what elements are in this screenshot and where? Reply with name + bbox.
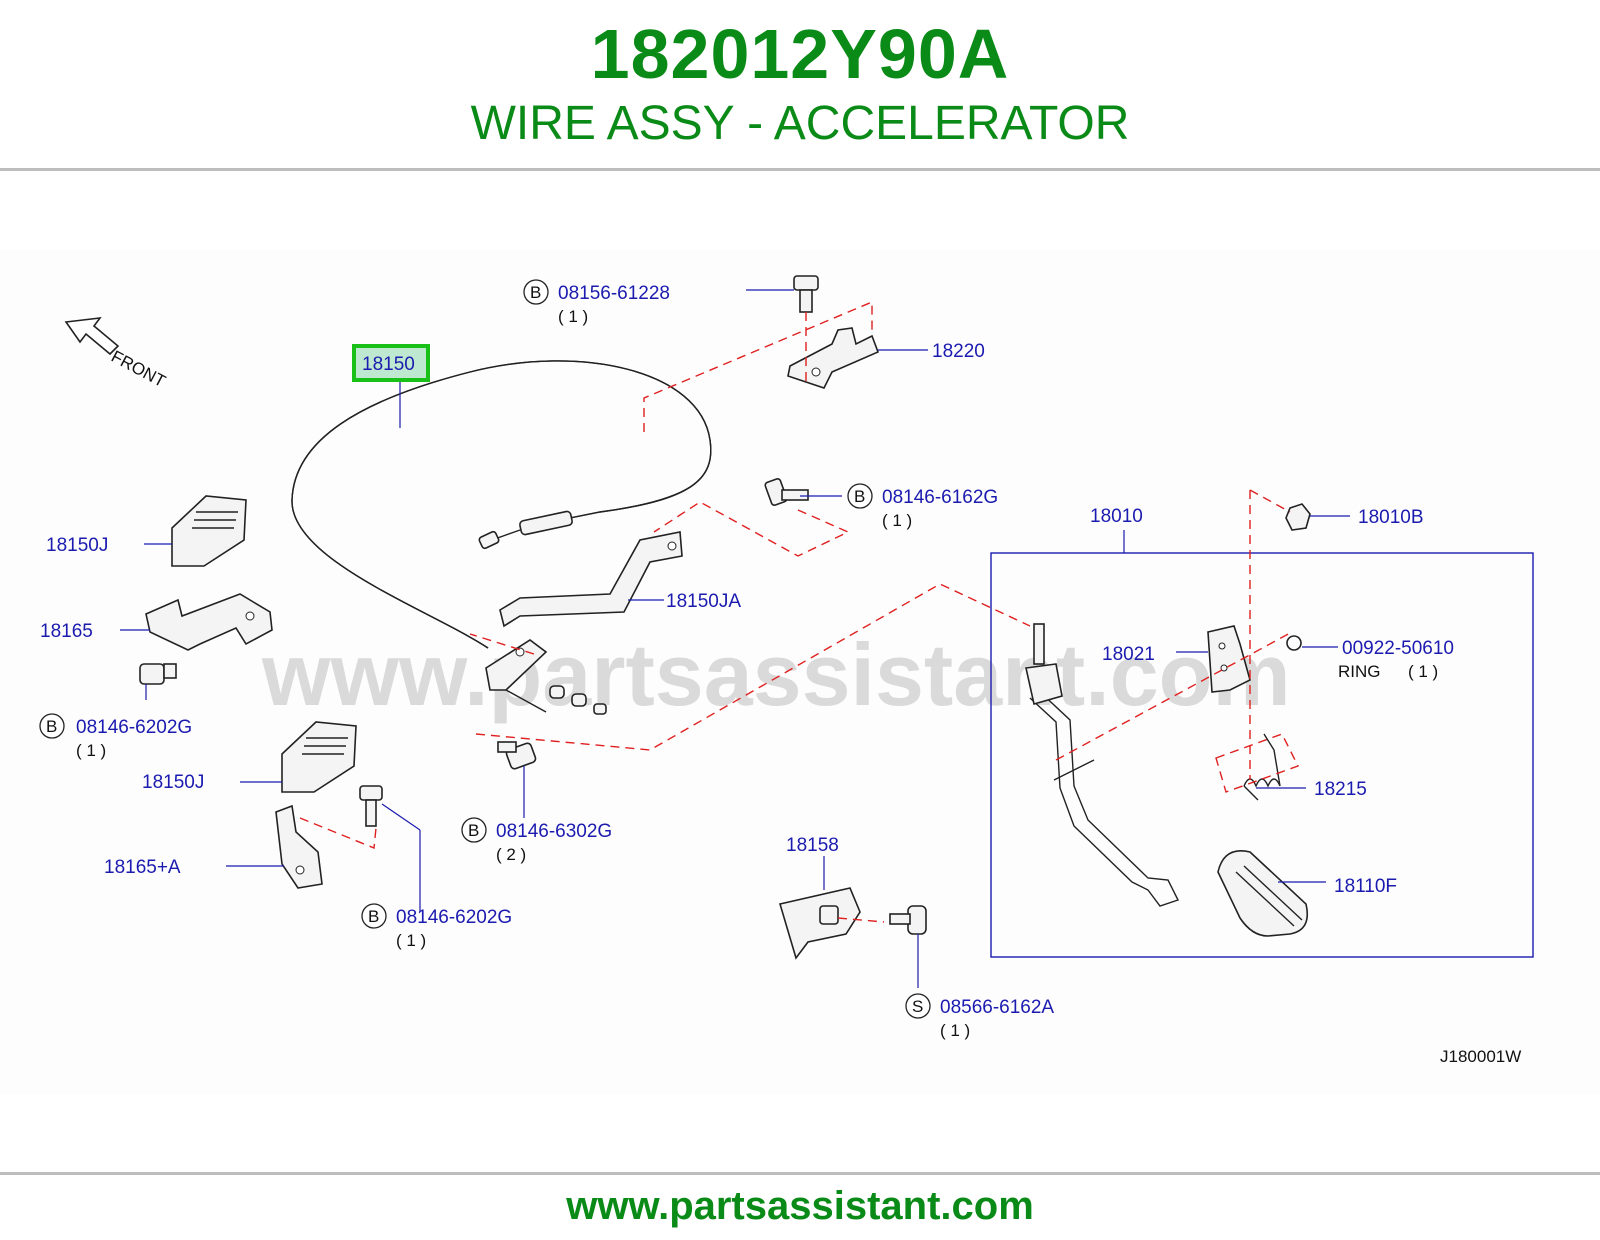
callout-00922-50610[interactable]: 00922-50610 xyxy=(1342,638,1454,659)
footer-divider xyxy=(0,1172,1600,1175)
pedal-pad-18110f xyxy=(1217,850,1309,937)
callout-b-08146-6202g-left[interactable]: B 08146-6202G ( 1 ) xyxy=(39,713,192,760)
prefix-b: B xyxy=(530,283,541,302)
callout-leaders xyxy=(120,289,1350,988)
pedal-assembly-box xyxy=(990,552,1534,958)
callout-18165[interactable]: 18165 xyxy=(40,621,93,642)
callout-text: 08146-6202G xyxy=(396,907,512,928)
page-header: 182012Y90A WIRE ASSY - ACCELERATOR xyxy=(0,0,1600,168)
part-title: WIRE ASSY - ACCELERATOR xyxy=(470,97,1130,150)
nut-18010b-icon xyxy=(1285,503,1311,531)
ring-label: RING xyxy=(1338,662,1381,681)
part-number: 182012Y90A xyxy=(590,15,1010,93)
callout-qty: ( 1 ) xyxy=(940,1021,970,1040)
bolt-08156-icon xyxy=(793,275,819,313)
callout-qty: ( 1 ) xyxy=(558,307,588,326)
callout-18010b[interactable]: 18010B xyxy=(1358,507,1424,528)
installation-guide-lines xyxy=(299,300,1299,923)
callout-text: 08146-6162G xyxy=(882,487,998,508)
header-divider xyxy=(0,168,1600,171)
screw-08566-icon xyxy=(889,905,927,935)
bracket-18158 xyxy=(778,887,861,960)
callout-qty: ( 1 ) xyxy=(76,741,106,760)
callout-18165a[interactable]: 18165+A xyxy=(104,857,181,878)
diagram-background xyxy=(0,250,1600,1095)
callout-b-08156-61228[interactable]: B 08156-61228 ( 1 ) xyxy=(523,279,670,326)
prefix-b: B xyxy=(46,717,57,736)
prefix-s: S xyxy=(912,997,923,1016)
callout-18158[interactable]: 18158 xyxy=(786,835,839,856)
callout-text: 08146-6302G xyxy=(496,821,612,842)
callout-18150j-lower[interactable]: 18150J xyxy=(142,772,204,793)
callout-text: 08146-6202G xyxy=(76,717,192,738)
callout-18010[interactable]: 18010 xyxy=(1090,506,1143,527)
callout-qty: ( 1 ) xyxy=(396,931,426,950)
footer-url-link[interactable]: www.partsassistant.com xyxy=(566,1184,1034,1228)
callout-text: 08566-6162A xyxy=(940,997,1054,1018)
bracket-18165a xyxy=(275,804,323,889)
bolt-08146-6302g-icon xyxy=(497,741,537,770)
clamp-18220 xyxy=(787,327,880,389)
arm-bracket-18150ja xyxy=(499,531,683,628)
callout-s-08566-6162a[interactable]: S 08566-6162A ( 1 ) xyxy=(905,993,1054,1040)
callout-18215[interactable]: 18215 xyxy=(1314,779,1367,800)
ring-qty: ( 1 ) xyxy=(1408,662,1438,681)
bolt-08146-6202g-lower-icon xyxy=(359,785,383,827)
callout-18150ja[interactable]: 18150JA xyxy=(666,591,741,612)
bracket-18021 xyxy=(1207,625,1251,693)
prefix-b: B xyxy=(854,487,865,506)
watermark-text: www.partsassistant.com xyxy=(261,625,1291,724)
ring-00922-icon xyxy=(1286,635,1302,651)
cover-18150j-upper xyxy=(171,495,247,567)
callout-qty: ( 1 ) xyxy=(882,511,912,530)
callout-18150j-upper[interactable]: 18150J xyxy=(46,535,108,556)
accelerator-pedal-lever xyxy=(1025,623,1179,907)
figure-code: J180001W xyxy=(1440,1047,1521,1066)
callout-b-08146-6302g[interactable]: B 08146-6302G ( 2 ) xyxy=(461,817,612,864)
highlight-box-18150 xyxy=(352,344,430,382)
bolt-08146-6202g-left-icon xyxy=(139,663,177,685)
callout-b-08146-6202g-lower[interactable]: B 08146-6202G ( 1 ) xyxy=(361,903,512,950)
bracket-18165 xyxy=(145,593,273,651)
callout-18220[interactable]: 18220 xyxy=(932,341,985,362)
front-arrow-icon xyxy=(64,316,120,356)
callout-18150[interactable]: 18150 xyxy=(362,354,415,375)
accelerator-wire-cable xyxy=(291,360,712,649)
prefix-b: B xyxy=(368,907,379,926)
callout-18110f[interactable]: 18110F xyxy=(1334,876,1397,897)
prefix-b: B xyxy=(468,821,479,840)
cover-18150j-lower xyxy=(281,721,357,793)
callout-text: 08156-61228 xyxy=(558,283,670,304)
front-label: FRONT xyxy=(108,347,169,391)
bolt-08146-6162g-icon xyxy=(764,478,809,506)
callout-qty: ( 2 ) xyxy=(496,845,526,864)
callout-18021[interactable]: 18021 xyxy=(1102,644,1155,665)
callout-b-08146-6162g[interactable]: B 08146-6162G ( 1 ) xyxy=(847,483,998,530)
